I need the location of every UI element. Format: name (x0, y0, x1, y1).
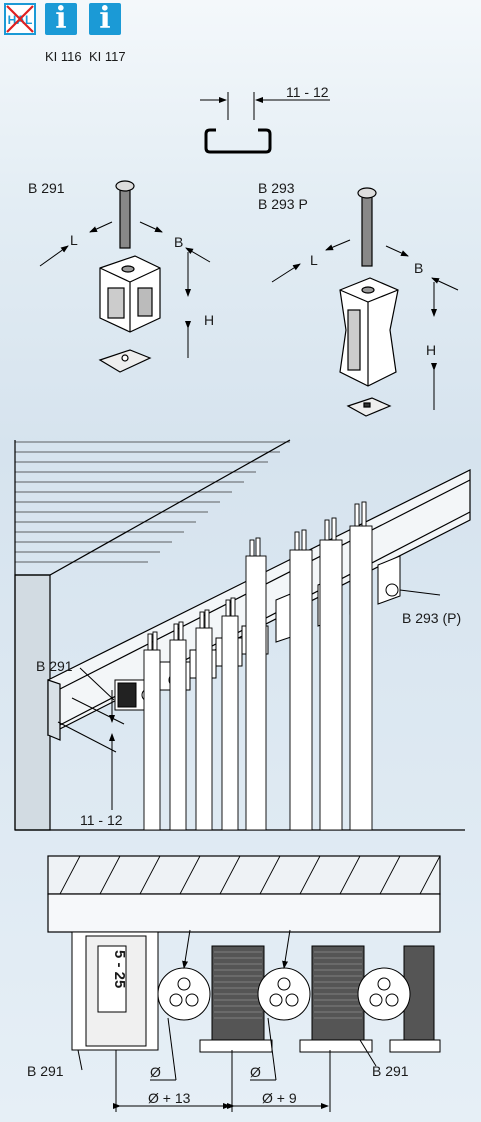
dim-label-b-2: B (414, 260, 424, 276)
bottom-dims (77, 929, 377, 1112)
diameter-label-2: Ø (250, 1064, 261, 1080)
wall (14, 439, 465, 831)
b291-stamp (97, 945, 127, 1013)
section-cables (157, 967, 411, 1021)
install-label-b291: B 291 (36, 658, 73, 674)
installed-cables (143, 501, 373, 831)
info-icon: i (89, 3, 121, 35)
badge-label-ki117: KI 117 (89, 49, 126, 64)
install-dim-label: 11 - 12 (80, 812, 123, 828)
b291-dims (39, 221, 211, 358)
wall-hatch (15, 441, 290, 563)
product-label-b293: B 293 (258, 180, 295, 196)
install-dims (57, 589, 441, 810)
spacing-label-1: Ø + 13 (148, 1090, 191, 1106)
profile-dim-label: 11 - 12 (286, 84, 329, 100)
install-label-b293p: B 293 (P) (402, 610, 462, 626)
dim-label-l: L (70, 232, 78, 248)
profile-section (204, 128, 272, 154)
product-label-b291: B 291 (28, 180, 65, 196)
dim-label-b: B (174, 234, 184, 250)
b291-stamp-text: 5 - 25 (111, 950, 128, 989)
diameter-label-1: Ø (150, 1064, 161, 1080)
profile-dim (200, 92, 330, 120)
section-clamps (71, 931, 441, 1053)
bottom-label-b291-right: B 291 (372, 1063, 409, 1079)
dim-label-h-2: H (426, 342, 437, 358)
product-label-b293p: B 293 P (258, 196, 308, 212)
spacing-label-2: Ø + 9 (262, 1090, 297, 1106)
b293-dims (271, 239, 459, 410)
section-top (47, 855, 441, 933)
b293-clamp (339, 187, 399, 417)
info-icon: i (45, 3, 77, 35)
badge-label-ki116: KI 116 (45, 49, 82, 64)
bottom-label-b291-left: B 291 (27, 1063, 64, 1079)
dim-label-h: H (204, 312, 215, 328)
dim-label-l-2: L (310, 252, 318, 268)
b291-clamp (98, 180, 161, 373)
hal-crossed-icon: HAL (4, 3, 36, 35)
